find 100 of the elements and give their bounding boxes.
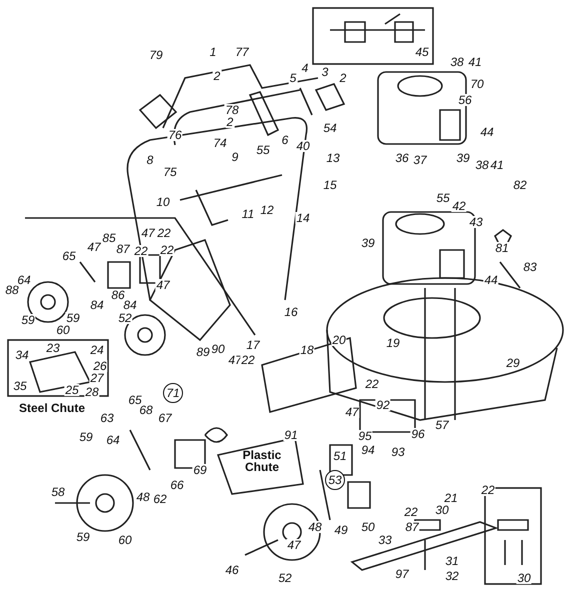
callout-number: 54 bbox=[322, 122, 338, 134]
callout-number: 11 bbox=[240, 208, 256, 220]
callout-number: 28 bbox=[84, 386, 100, 398]
callout-number: 19 bbox=[385, 337, 401, 349]
callout-number: 47 bbox=[155, 279, 171, 291]
callout-number: 66 bbox=[169, 479, 185, 491]
callout-number: 35 bbox=[12, 380, 28, 392]
callout-number: 59 bbox=[75, 531, 91, 543]
callout-number: 46 bbox=[224, 564, 240, 576]
callout-number: 55 bbox=[435, 192, 451, 204]
callout-number: 41 bbox=[467, 56, 483, 68]
callout-number: 15 bbox=[322, 179, 338, 191]
callout-number: 87 bbox=[404, 521, 420, 533]
callout-number: 38 bbox=[474, 159, 490, 171]
callout-number: 38 bbox=[449, 56, 465, 68]
callout-number: 58 bbox=[50, 486, 66, 498]
callout-number: 65 bbox=[127, 394, 143, 406]
callout-number: 8 bbox=[146, 154, 154, 166]
callout-number: 22 bbox=[403, 506, 419, 518]
callout-number: 23 bbox=[45, 342, 61, 354]
callout-number: 69 bbox=[192, 464, 208, 476]
callout-number: 44 bbox=[483, 274, 499, 286]
callout-number: 47 bbox=[286, 539, 302, 551]
callout-number: 22 bbox=[159, 244, 175, 256]
callout-number: 17 bbox=[245, 339, 261, 351]
callout-number: 94 bbox=[360, 444, 376, 456]
callout-number: 37 bbox=[412, 154, 428, 166]
callout-number: 22 bbox=[364, 378, 380, 390]
callout-number: 10 bbox=[155, 196, 171, 208]
callout-number: 63 bbox=[99, 412, 115, 424]
callout-number: 71 bbox=[163, 383, 183, 403]
callout-number: 27 bbox=[89, 372, 105, 384]
callout-number: 2 bbox=[212, 70, 222, 82]
callout-number: 88 bbox=[4, 284, 20, 296]
callout-number: 25 bbox=[64, 384, 80, 396]
callout-number: 97 bbox=[394, 568, 410, 580]
callout-number: 36 bbox=[394, 152, 410, 164]
callout-number: 39 bbox=[360, 237, 376, 249]
callout-number: 55 bbox=[255, 144, 271, 156]
callout-number: 52 bbox=[117, 312, 133, 324]
callout-number: 34 bbox=[14, 349, 30, 361]
callout-number: 77 bbox=[234, 46, 250, 58]
callout-number: 79 bbox=[148, 49, 164, 61]
callout-number: 49 bbox=[333, 524, 349, 536]
callout-number: 14 bbox=[295, 212, 311, 224]
callout-number: 51 bbox=[332, 450, 348, 462]
callout-number: 57 bbox=[434, 419, 450, 431]
callout-number: 60 bbox=[117, 534, 133, 546]
callout-number: 20 bbox=[331, 334, 347, 346]
callout-number: 52 bbox=[277, 572, 293, 584]
callout-number: 44 bbox=[479, 126, 495, 138]
callout-number: 56 bbox=[457, 94, 473, 106]
callout-number: 84 bbox=[122, 299, 138, 311]
callout-number: 2 bbox=[226, 116, 234, 128]
callout-number: 1 bbox=[208, 46, 218, 58]
callout-number: 42 bbox=[451, 200, 467, 212]
callout-number: 96 bbox=[410, 428, 426, 440]
callout-number: 43 bbox=[468, 216, 484, 228]
callout-number: 74 bbox=[212, 137, 228, 149]
callout-number: 47 bbox=[86, 241, 102, 253]
callout-number: 13 bbox=[325, 152, 341, 164]
callout-number: 16 bbox=[283, 306, 299, 318]
callout-number: 48 bbox=[135, 491, 151, 503]
callout-number: 68 bbox=[138, 404, 154, 416]
callout-number: 90 bbox=[210, 343, 226, 355]
callout-number: 45 bbox=[414, 46, 430, 58]
callout-number: 84 bbox=[89, 299, 105, 311]
callout-number: 91 bbox=[283, 429, 299, 441]
callout-number: 21 bbox=[443, 492, 459, 504]
callout-number: 95 bbox=[357, 430, 373, 442]
callout-number: 32 bbox=[444, 570, 460, 582]
callout-number: 82 bbox=[512, 179, 528, 191]
callout-number: 83 bbox=[522, 261, 538, 273]
callout-number: 39 bbox=[455, 152, 471, 164]
part-label: Steel Chute bbox=[18, 402, 86, 414]
callout-number: 3 bbox=[320, 66, 330, 78]
callout-number: 76 bbox=[167, 129, 183, 141]
callout-number: 53 bbox=[325, 470, 345, 490]
callout-number: 86 bbox=[110, 289, 126, 301]
part-label: Plastic Chute bbox=[242, 449, 282, 473]
callout-number: 22 bbox=[480, 484, 496, 496]
callout-number: 30 bbox=[434, 504, 450, 516]
callout-number: 59 bbox=[78, 431, 94, 443]
callout-number: 30 bbox=[516, 572, 532, 584]
callout-number: 62 bbox=[152, 493, 168, 505]
callout-number: 64 bbox=[105, 434, 121, 446]
callout-number: 65 bbox=[61, 250, 77, 262]
callout-number: 31 bbox=[444, 555, 460, 567]
callout-number: 64 bbox=[16, 274, 32, 286]
callout-number: 48 bbox=[307, 521, 323, 533]
callout-number: 24 bbox=[89, 344, 105, 356]
callout-number: 87 bbox=[115, 243, 131, 255]
callout-number: 78 bbox=[224, 104, 240, 116]
callout-number: 33 bbox=[377, 534, 393, 546]
callout-number: 2 bbox=[338, 72, 348, 84]
callout-number: 40 bbox=[295, 140, 311, 152]
callout-number: 12 bbox=[259, 204, 275, 216]
callout-number: 85 bbox=[101, 232, 117, 244]
callout-number: 9 bbox=[230, 151, 240, 163]
callout-number: 75 bbox=[162, 166, 178, 178]
